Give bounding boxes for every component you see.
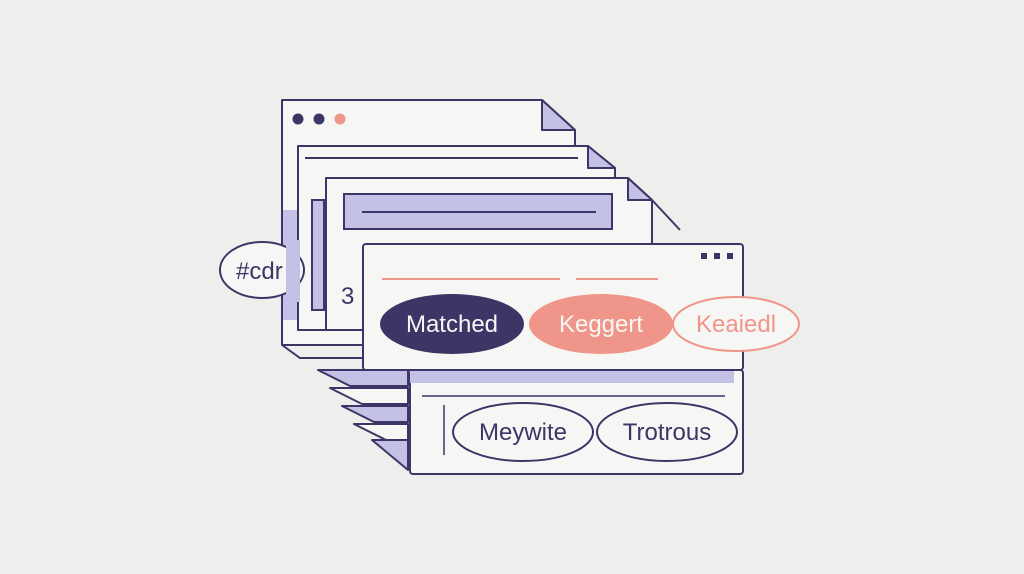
folded-corner-icon (541, 99, 576, 131)
meywite-tag[interactable]: Meywite (452, 402, 594, 462)
window-dots-icon (292, 113, 346, 125)
hashtag-tag (219, 241, 305, 299)
keggert-tag[interactable]: Keggert (529, 294, 673, 354)
keaiedl-tag[interactable]: Keaiedl (672, 296, 800, 352)
trotrous-label: Trotrous (623, 419, 711, 446)
keggert-label: Keggert (559, 311, 643, 338)
matched-label: Matched (406, 311, 498, 338)
number-label: 3 (341, 283, 354, 310)
menu-dots-icon (701, 253, 733, 259)
hashtag-label: #cdr (236, 258, 283, 285)
matched-tag[interactable]: Matched (380, 294, 524, 354)
trotrous-tag[interactable]: Trotrous (596, 402, 738, 462)
meywite-label: Meywite (479, 419, 567, 446)
keaiedl-label: Keaiedl (696, 311, 776, 338)
bottom-layer-sheets (317, 369, 409, 471)
